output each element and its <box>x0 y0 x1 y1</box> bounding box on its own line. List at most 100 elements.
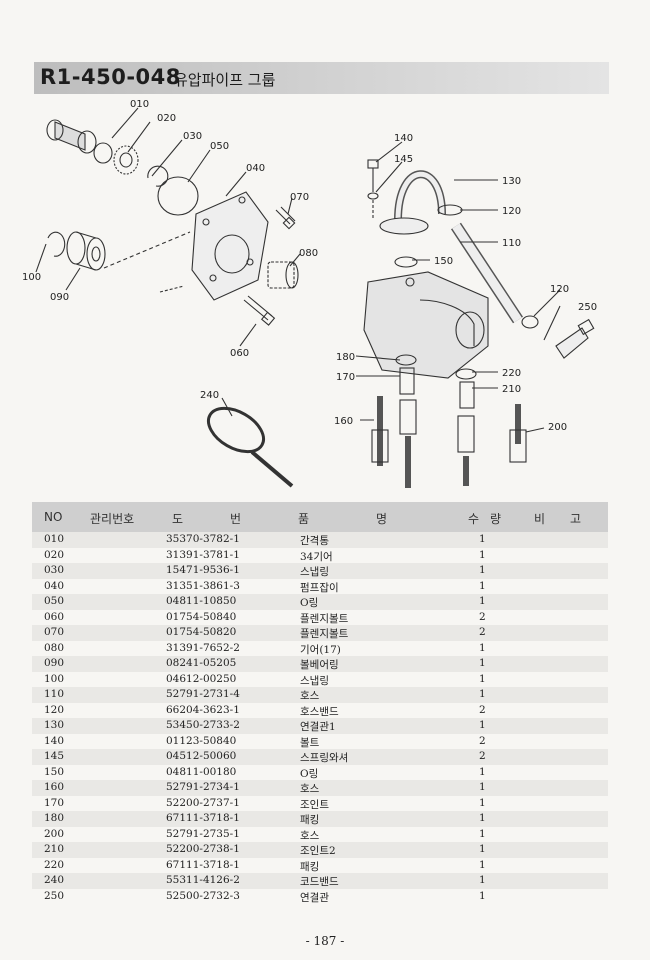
cell-qty: 1 <box>479 564 486 576</box>
cell-no: 140 <box>44 734 65 747</box>
cell-part-name: 플렌지볼트 <box>300 612 349 625</box>
svg-text:010: 010 <box>130 99 149 110</box>
svg-text:090: 090 <box>50 292 69 303</box>
cell-qty: 2 <box>479 703 486 716</box>
cell-part-name: 기어(17) <box>300 643 341 656</box>
cell-qty: 2 <box>479 750 486 762</box>
cell-no: 145 <box>44 750 65 762</box>
table-row: 200 52791-2735-1 호스 1 <box>32 827 608 843</box>
cell-no: 210 <box>44 843 65 855</box>
svg-text:120: 120 <box>550 284 569 295</box>
cell-part-number: 67111-3718-1 <box>166 858 240 871</box>
cell-no: 040 <box>44 579 65 592</box>
cell-part-name: 간격통 <box>300 535 329 547</box>
cell-part-name: 플렌지볼트 <box>300 628 349 640</box>
header-part-b: 번 <box>230 512 242 526</box>
cell-qty: 1 <box>479 595 486 607</box>
cell-part-name: 조인트2 <box>300 845 336 857</box>
cell-qty: 1 <box>479 858 486 871</box>
cell-part-name: O링 <box>300 597 319 609</box>
cell-part-number: 55311-4126-2 <box>166 874 240 886</box>
svg-text:020: 020 <box>157 113 176 124</box>
cell-part-number: 52791-2735-1 <box>166 827 240 840</box>
cell-part-number: 31351-3861-3 <box>166 579 240 592</box>
cell-part-name: 조인트 <box>300 798 329 811</box>
svg-text:050: 050 <box>210 141 229 152</box>
cell-part-number: 52500-2732-3 <box>166 889 240 902</box>
cell-no: 150 <box>44 765 65 778</box>
cell-qty: 2 <box>479 734 486 747</box>
svg-text:250: 250 <box>578 302 597 313</box>
cell-qty: 1 <box>479 781 486 793</box>
header-name-a: 품 <box>298 512 310 526</box>
cell-part-name: 펌프잡이 <box>300 581 339 594</box>
page-number: - 187 - <box>305 934 345 948</box>
cell-qty: 1 <box>479 874 486 886</box>
svg-text:100: 100 <box>22 272 41 283</box>
table-header: NO 관리번호 도 번 품 명 수 량 비 고 <box>32 502 608 532</box>
cell-part-name: 스냅링 <box>300 566 329 578</box>
cell-part-number: 35370-3782-1 <box>166 533 240 545</box>
header-qty-b: 량 <box>490 512 502 526</box>
cell-qty: 1 <box>479 827 486 840</box>
cell-part-name: 34기어 <box>300 550 333 563</box>
svg-text:070: 070 <box>290 192 309 203</box>
cell-part-number: 31391-3781-1 <box>166 548 240 561</box>
cell-part-name: 패킹 <box>300 814 320 826</box>
cell-qty: 2 <box>479 626 486 638</box>
cell-part-name: 패킹 <box>300 860 320 873</box>
cell-part-number: 08241-05205 <box>166 657 237 669</box>
parts-table: NO 관리번호 도 번 품 명 수 량 비 고 010 35370-3782-1 간… <box>32 502 608 904</box>
header-no: NO <box>44 510 63 524</box>
cell-no: 200 <box>44 827 65 840</box>
svg-text:030: 030 <box>183 131 202 142</box>
cell-part-name: 스프링와셔 <box>300 752 349 764</box>
cell-part-number: 52791-2734-1 <box>166 781 240 793</box>
table-row: 145 04512-50060 스프링와셔 2 <box>32 749 608 765</box>
svg-text:210: 210 <box>502 384 521 395</box>
cell-part-number: 01754-50820 <box>166 626 237 638</box>
cell-qty: 1 <box>479 843 486 855</box>
cell-part-number: 31391-7652-2 <box>166 641 240 654</box>
cell-no: 010 <box>44 533 65 545</box>
cell-qty: 1 <box>479 657 486 669</box>
header-mgmt-no: 관리번호 <box>90 512 135 526</box>
cell-part-number: 04512-50060 <box>166 750 237 762</box>
cell-qty: 1 <box>479 672 486 685</box>
cell-no: 220 <box>44 858 65 871</box>
table-row: 220 67111-3718-1 패킹 1 <box>32 858 608 874</box>
header-note-a: 비 <box>534 512 546 526</box>
cell-part-name: 호스 <box>300 829 320 842</box>
table-body: 010 35370-3782-1 간격통 1 020 31391-3781-1 34기어 1… <box>32 532 608 904</box>
header-part-a: 도 <box>172 512 184 526</box>
cell-part-number: 52791-2731-4 <box>166 688 240 700</box>
cell-part-name: 연결관 <box>300 891 329 904</box>
cell-no: 080 <box>44 641 65 654</box>
cell-no: 020 <box>44 548 65 561</box>
cell-part-number: 53450-2733-2 <box>166 719 240 731</box>
cell-no: 050 <box>44 595 65 607</box>
cell-no: 060 <box>44 610 65 623</box>
svg-text:240: 240 <box>200 390 219 401</box>
svg-text:140: 140 <box>394 133 413 144</box>
cell-no: 160 <box>44 781 65 793</box>
table-row: 070 01754-50820 플렌지볼트 2 <box>32 625 608 641</box>
cell-no: 070 <box>44 626 65 638</box>
title-bar: R1-450-048 유압파이프 그룹 <box>34 62 609 94</box>
